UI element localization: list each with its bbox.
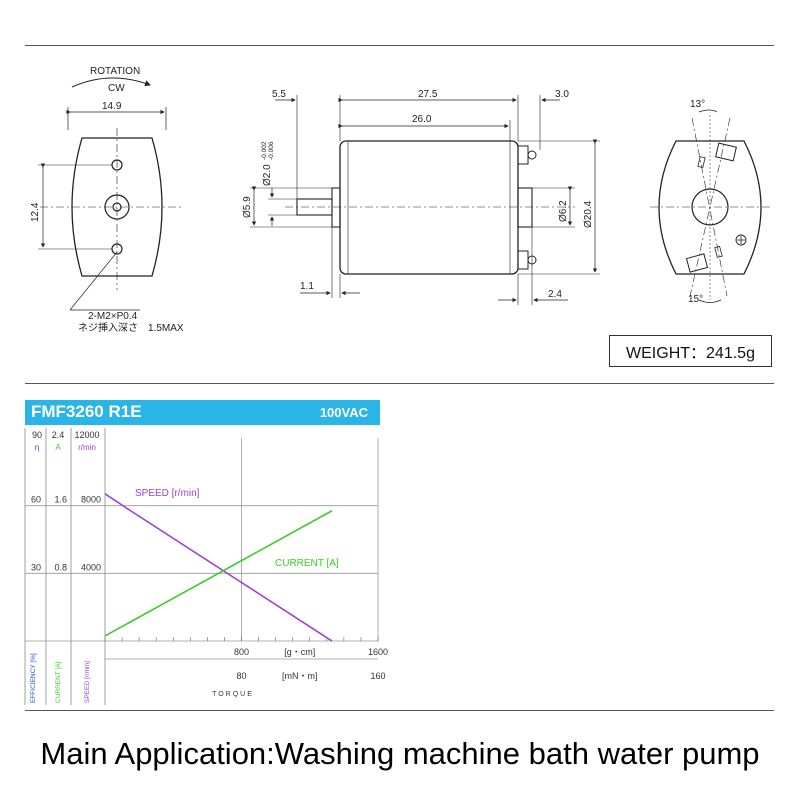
axis-tick-label: 0.8 bbox=[54, 562, 67, 572]
shaft-circle bbox=[112, 202, 122, 212]
x-unit-mnm: [mN・m] bbox=[282, 671, 318, 681]
terminal-bottom bbox=[517, 250, 529, 270]
shaft-diameter-dim: Ø2.0 bbox=[262, 164, 273, 186]
rear-boss bbox=[517, 187, 533, 228]
axis-tick-label: 60 bbox=[31, 495, 41, 505]
rear-angle-bottom: 15° bbox=[688, 294, 703, 305]
axis-label: EFFICIENCY [%] bbox=[30, 653, 37, 703]
rear-length-dim: 2.4 bbox=[548, 289, 562, 300]
chart-subtitle: 100VAC bbox=[319, 405, 368, 420]
x-axis-label: TORQUE bbox=[212, 691, 254, 698]
terminal-length-dim: 3.0 bbox=[555, 89, 569, 100]
axis-top-tick: 12000 bbox=[74, 430, 99, 440]
terminal-top bbox=[517, 145, 529, 165]
body-total-length-dim: 27.5 bbox=[418, 89, 438, 100]
boss-length-dim: 1.1 bbox=[300, 281, 314, 292]
rear-angle-top: 13° bbox=[690, 99, 705, 110]
shaft-tolerance-lower: -0.006 bbox=[268, 141, 275, 160]
axis-tick-label: 4000 bbox=[81, 562, 101, 572]
axis-name: r/min bbox=[78, 443, 96, 452]
axis-name: A bbox=[55, 443, 61, 452]
front-view bbox=[38, 77, 182, 311]
middle-rule bbox=[25, 383, 774, 384]
axis-tick-label: 30 bbox=[31, 562, 41, 572]
axis-label: SPEED [r/min] bbox=[84, 661, 91, 703]
front-width-dim: 14.9 bbox=[102, 101, 122, 112]
front-body-outline bbox=[71, 137, 163, 277]
x-unit-gcm: [g・cm] bbox=[284, 647, 315, 657]
rear-boss-diameter-dim: Ø6.2 bbox=[558, 200, 569, 222]
rear-view bbox=[650, 109, 772, 303]
series-line-a bbox=[104, 510, 333, 637]
boss-circle bbox=[104, 194, 130, 220]
series-line-rmin bbox=[104, 493, 333, 642]
axis-top-tick: 90 bbox=[32, 430, 42, 440]
x-tick-mnm: 160 bbox=[370, 671, 385, 681]
rotation-label: ROTATION bbox=[90, 66, 140, 77]
body-diameter-dim: Ø20.4 bbox=[583, 200, 594, 228]
axis-name: η bbox=[35, 443, 39, 452]
axis-top-tick: 2.4 bbox=[52, 430, 65, 440]
main-application-caption: Main Application:Washing machine bath wa… bbox=[40, 736, 760, 771]
series-label-current: CURRENT [A] bbox=[275, 558, 339, 569]
axis-tick-label: 8000 bbox=[81, 495, 101, 505]
hole-pitch-dim: 12.4 bbox=[30, 202, 41, 222]
shaft-tolerance-upper: -0.002 bbox=[261, 141, 268, 160]
body-length-dim: 26.0 bbox=[412, 114, 432, 125]
top-rule bbox=[25, 45, 774, 46]
rear-screw-icon bbox=[735, 234, 747, 246]
x-tick-mnm: 80 bbox=[236, 671, 246, 681]
shaft-length-dim: 5.5 bbox=[272, 89, 286, 100]
bottom-rule bbox=[25, 710, 774, 711]
rear-terminal-top bbox=[715, 142, 737, 162]
x-tick-gcm: 1600 bbox=[368, 647, 388, 657]
chart-header: FMF3260 R1E 100VAC bbox=[25, 400, 380, 425]
screw-note: 2-M2×P0.4 bbox=[88, 311, 138, 322]
x-tick-gcm: 800 bbox=[234, 647, 249, 657]
rotation-arrow bbox=[71, 77, 151, 88]
side-view bbox=[250, 95, 600, 305]
boss-diameter-dim: Ø5.9 bbox=[242, 196, 253, 218]
front-boss bbox=[331, 187, 341, 228]
depth-note: ネジ挿入深さ 1.5MAX bbox=[78, 321, 184, 334]
weight-label: WEIGHT：241.5g bbox=[609, 335, 772, 367]
chart-title: FMF3260 R1E bbox=[31, 402, 142, 421]
axis-tick-label: 1.6 bbox=[54, 495, 67, 505]
motor-body bbox=[339, 140, 519, 275]
technical-drawings: ROTATION CW 14.9 12.4 2-M2×P0.4 ネジ挿入深さ 1… bbox=[30, 66, 772, 334]
series-label-speed: SPEED [r/min] bbox=[135, 488, 200, 499]
rear-terminal-bottom bbox=[685, 253, 709, 273]
rear-body-outline bbox=[658, 140, 762, 275]
axis-label: CURRENT [A] bbox=[55, 661, 62, 703]
rotation-direction: CW bbox=[108, 83, 125, 94]
